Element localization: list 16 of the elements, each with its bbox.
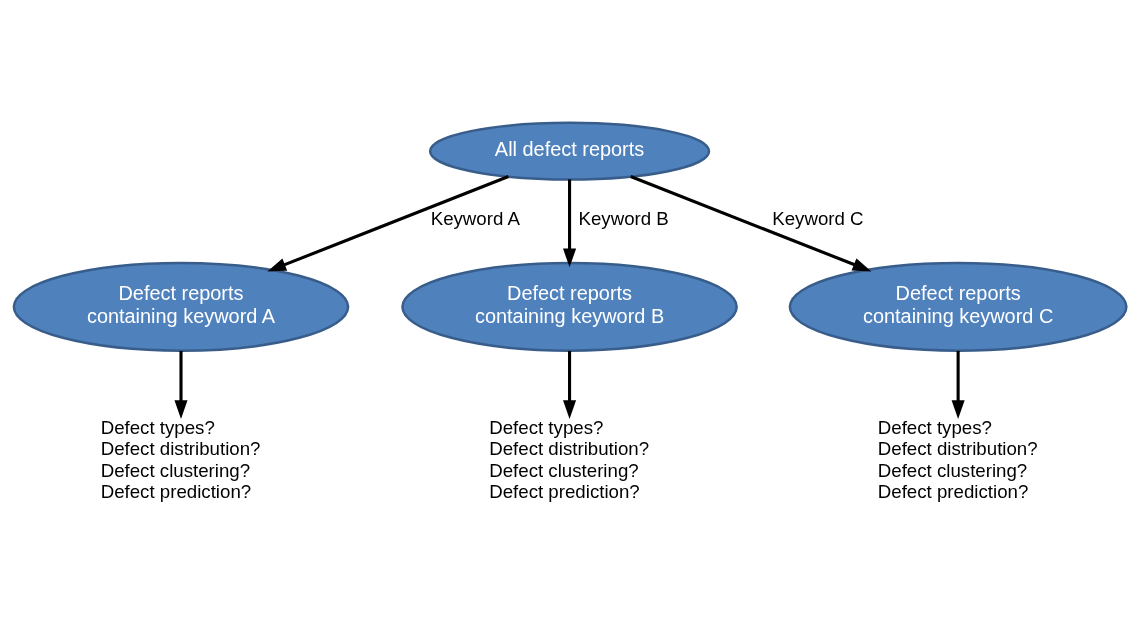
node-text: Defect types? Defect distribution? Defect clustering? Defect prediction? xyxy=(877,416,1038,502)
arrow xyxy=(630,174,872,271)
arrow xyxy=(563,178,577,267)
arrow xyxy=(174,350,188,419)
node-ellipse: All defect reports xyxy=(428,121,711,181)
node-text: Defect types? Defect distribution? Defect clustering? Defect prediction? xyxy=(489,416,650,502)
arrow xyxy=(267,174,509,271)
node-ellipse: Defect reports containing keyword A xyxy=(12,261,350,352)
node-ellipse: Defect reports containing keyword B xyxy=(401,261,738,352)
node-text: Defect types? Defect distribution? Defect clustering? Defect prediction? xyxy=(100,416,261,502)
edge-label: Keyword A xyxy=(430,207,519,229)
edge-label: Keyword B xyxy=(578,207,669,229)
node-ellipse: Defect reports containing keyword C xyxy=(788,261,1128,352)
arrow xyxy=(563,350,577,419)
edge-label: Keyword C xyxy=(772,207,864,229)
arrow xyxy=(951,350,965,419)
